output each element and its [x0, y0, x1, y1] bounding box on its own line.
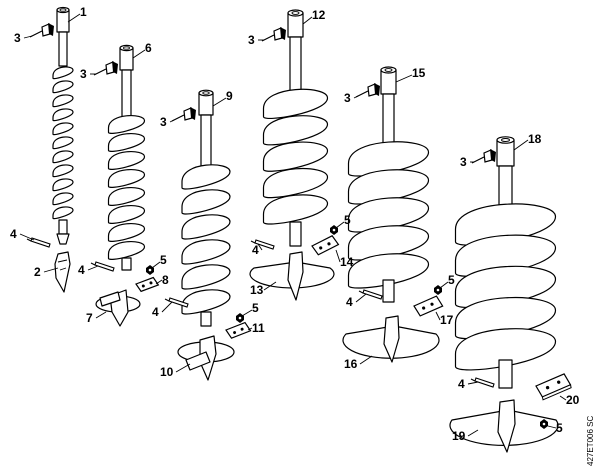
label-19: 19	[452, 429, 466, 443]
auger-flight	[52, 80, 74, 94]
auger-flight	[181, 164, 231, 190]
cutting-plate-16	[342, 315, 440, 363]
label-5b: 5	[252, 301, 259, 315]
label-15: 15	[412, 66, 426, 80]
label-11: 11	[252, 321, 265, 335]
cutting-plate-7	[95, 289, 141, 327]
label-3d: 3	[248, 33, 255, 47]
label-3e: 3	[344, 91, 351, 105]
auger-flight	[52, 136, 74, 150]
auger-flight	[347, 253, 430, 289]
auger-flight	[52, 164, 74, 178]
auger-flight	[454, 328, 557, 371]
label-4e: 4	[346, 295, 353, 309]
label-4c: 4	[152, 305, 159, 319]
label-13: 13	[250, 283, 264, 297]
label-4d: 4	[252, 243, 259, 257]
auger-12	[262, 9, 329, 247]
label-17: 17	[440, 313, 454, 327]
auger-flight	[262, 167, 329, 199]
auger-flight	[52, 192, 74, 206]
cutting-plate-19	[449, 399, 559, 453]
auger-flight	[52, 122, 74, 136]
auger-flight	[107, 133, 146, 152]
auger-flight	[181, 239, 231, 265]
cutting-plate-13	[249, 251, 335, 301]
auger-flight	[52, 66, 74, 80]
label-5e: 5	[556, 421, 563, 435]
auger-flight	[52, 178, 74, 192]
label-18: 18	[528, 132, 542, 146]
blade-8	[135, 276, 160, 293]
auger-flight	[52, 150, 74, 164]
auger-1	[52, 6, 74, 245]
label-3f: 3	[460, 155, 467, 169]
label-9: 9	[226, 89, 233, 103]
label-3a: 3	[14, 31, 21, 45]
blade-17	[413, 295, 444, 317]
auger-flight	[181, 214, 231, 240]
label-3b: 3	[80, 67, 87, 81]
fishtail-2	[54, 251, 71, 293]
leader-lines	[19, 13, 567, 437]
auger-flight	[262, 88, 329, 120]
label-5c: 5	[344, 213, 351, 227]
label-6: 6	[145, 41, 152, 55]
auger-18	[454, 136, 557, 389]
auger-flight	[107, 151, 146, 170]
auger-6	[107, 44, 146, 271]
auger-flight	[52, 108, 74, 122]
auger-flight	[52, 206, 74, 220]
auger-flight	[107, 169, 146, 188]
label-12: 12	[312, 8, 326, 22]
label-20: 20	[566, 393, 580, 407]
cutting-plate-10	[177, 335, 235, 381]
label-10: 10	[160, 365, 174, 379]
label-5a: 5	[160, 253, 167, 267]
auger-flight	[107, 241, 146, 260]
callout-labels: 1 3 6 3 9 3 12 3 15 3 18 3 4 2 4 5 8 7 4…	[10, 5, 580, 443]
label-3c: 3	[160, 115, 167, 129]
label-14: 14	[340, 255, 354, 269]
auger-15	[347, 66, 430, 303]
blade-11	[225, 321, 252, 339]
label-16: 16	[344, 357, 358, 371]
label-4b: 4	[78, 263, 85, 277]
label-5d: 5	[448, 273, 455, 287]
auger-9	[181, 89, 231, 327]
auger-flight	[107, 115, 146, 134]
label-4f: 4	[458, 377, 465, 391]
label-1: 1	[80, 5, 87, 19]
auger-flight	[181, 189, 231, 215]
auger-flight	[107, 223, 146, 242]
drawing-code: 427ET006 SC	[586, 416, 595, 466]
label-2: 2	[34, 265, 41, 279]
auger-flight	[262, 115, 329, 146]
label-7: 7	[86, 311, 93, 325]
auger-flight	[181, 289, 231, 315]
blade-14	[311, 235, 340, 256]
label-4a: 4	[10, 227, 17, 241]
auger-flight	[107, 205, 146, 224]
auger-flight	[107, 187, 146, 206]
label-8: 8	[162, 273, 169, 287]
auger-flight	[262, 194, 329, 225]
auger-flight	[262, 141, 329, 172]
auger-flight	[52, 94, 74, 108]
blade-20	[535, 373, 572, 401]
auger-flight	[181, 264, 231, 290]
